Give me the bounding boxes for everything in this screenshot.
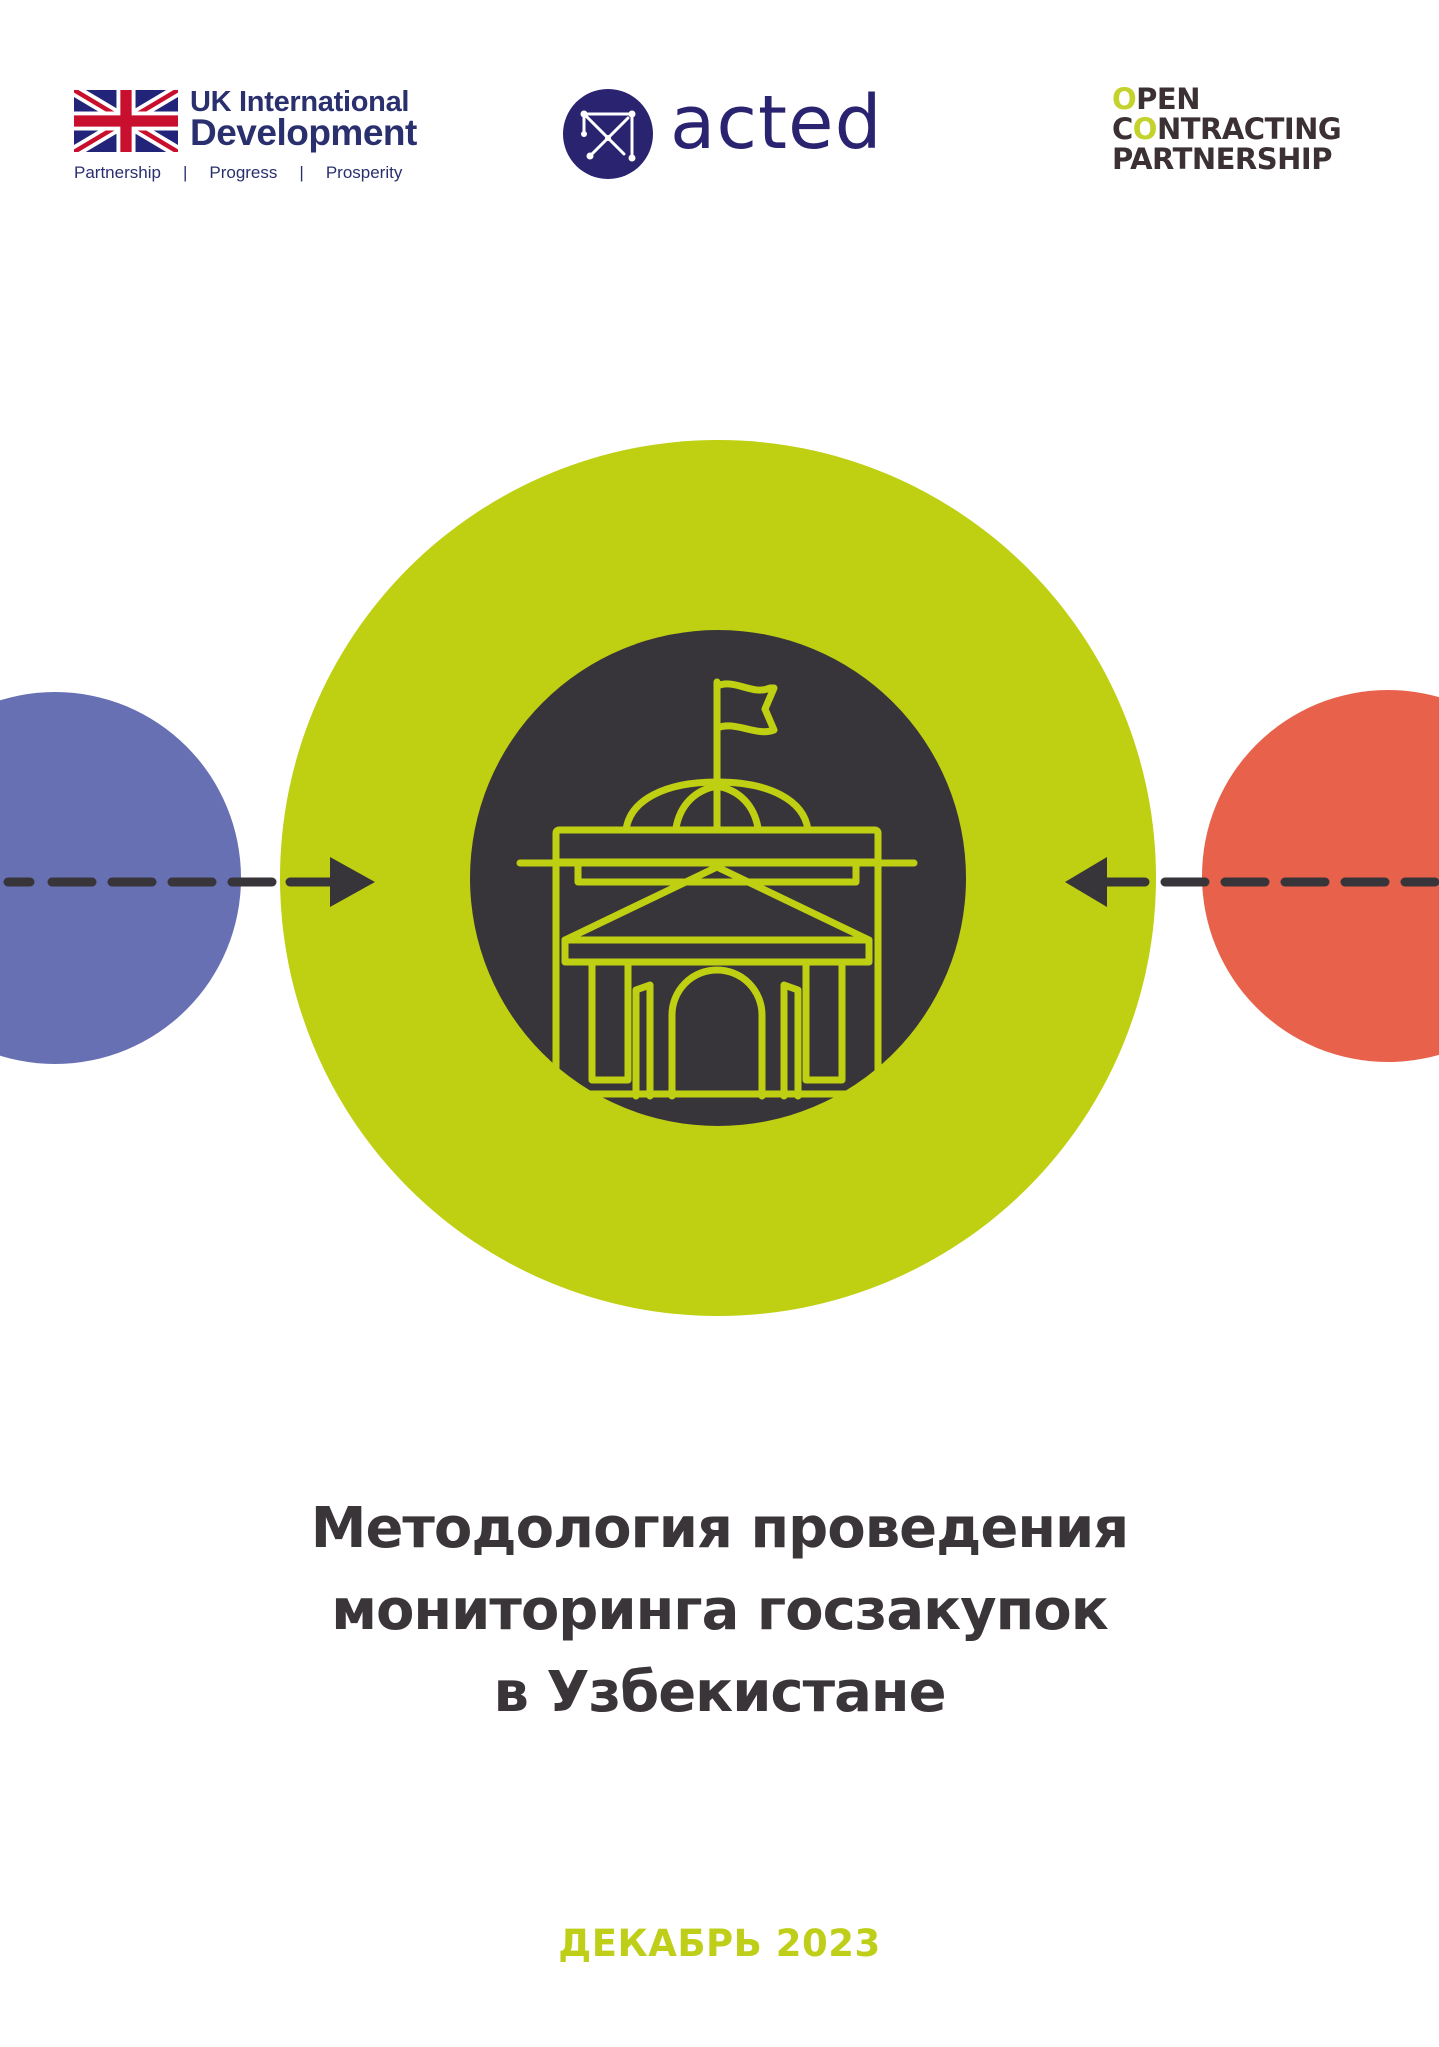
ukid-tagline: Partnership | Progress | Prosperity <box>74 163 402 183</box>
ukid-line-2: Development <box>190 112 417 153</box>
ocp-highlight-letter: O <box>1112 82 1137 116</box>
ocp-highlight-letter: O <box>1132 112 1158 146</box>
tagline-prosperity: Prosperity <box>325 163 403 182</box>
tagline-progress: Progress <box>209 163 278 182</box>
hero-illustration <box>0 440 1439 1316</box>
acted-network-mark-icon <box>563 89 653 179</box>
tagline-partnership: Partnership <box>74 163 161 182</box>
ocp-line-3: PARTNERSHIP <box>1112 142 1332 176</box>
title-line-3: в Узбекистане <box>493 1660 946 1725</box>
uk-international-development-logo: UK International Development Partnership… <box>74 86 434 186</box>
government-building-icon <box>516 678 918 1100</box>
left-arrowhead <box>330 857 375 907</box>
ukid-line-1: UK International <box>190 86 410 118</box>
open-contracting-partnership-logo: OPEN CONTRACTING PARTNERSHIP <box>1112 84 1382 184</box>
document-title: Методология проведения мониторинга госза… <box>200 1488 1239 1734</box>
right-arrowhead <box>1065 857 1107 907</box>
ocp-line-1: OPEN <box>1112 82 1201 116</box>
acted-logo: acted <box>562 80 902 184</box>
union-jack-flag-icon <box>74 90 178 152</box>
title-line-1: Методология проведения <box>310 1496 1130 1561</box>
right-red-circle <box>1202 690 1439 1062</box>
ocp-line-2: CONTRACTING <box>1112 112 1342 146</box>
tagline-separator: | <box>299 163 304 182</box>
title-line-2: мониторинга госзакупок <box>331 1578 1109 1643</box>
publication-date: ДЕКАБРЬ 2023 <box>558 1922 881 1965</box>
acted-wordmark: acted <box>670 80 883 166</box>
tagline-separator: | <box>182 163 188 182</box>
